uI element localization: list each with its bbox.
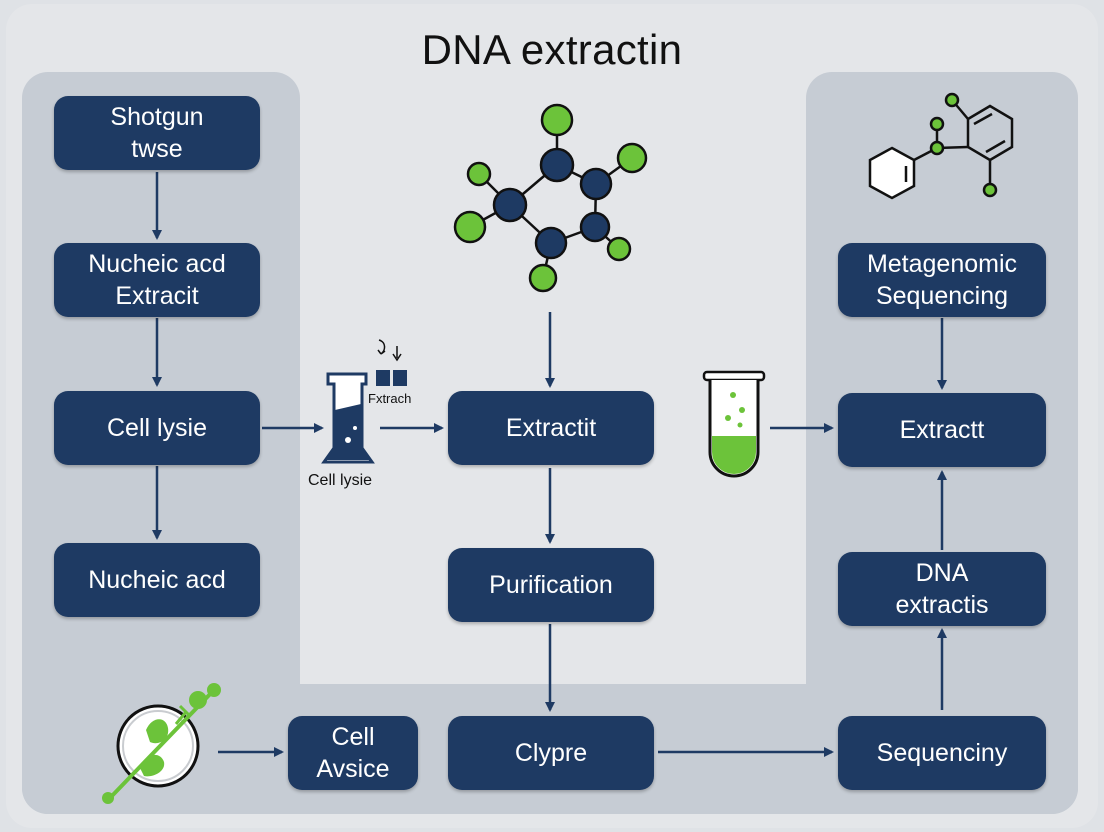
diagram-title: DNA extractin xyxy=(421,26,683,73)
node-nucleic-extract[interactable]: Nucheic acd Extracit xyxy=(54,243,260,317)
beaker-icon xyxy=(321,339,407,464)
microbe-icon xyxy=(102,683,221,804)
molecule-icon xyxy=(453,103,648,293)
node-metagenomic[interactable]: Metagenomic Sequencing xyxy=(838,243,1046,317)
node-cell-avsice[interactable]: Cell Avsice xyxy=(288,716,418,790)
node-extract-right[interactable]: Extractt xyxy=(838,393,1046,467)
node-shotgun[interactable]: Shotgun twse xyxy=(54,96,260,170)
node-cell-lysis[interactable]: Cell lysie xyxy=(54,391,260,465)
extract-tag-label: Fxtrach xyxy=(368,391,412,406)
test-tube-icon xyxy=(702,370,766,478)
node-dna-extract[interactable]: DNA extractis xyxy=(838,552,1046,626)
node-nucleic-acid[interactable]: Nucheic acd xyxy=(54,543,260,617)
node-clypre[interactable]: Clypre xyxy=(448,716,654,790)
chemical-structure-icon xyxy=(868,92,1014,200)
node-purification[interactable]: Purification xyxy=(448,548,654,622)
beaker-caption: Cell lysie xyxy=(308,472,373,489)
node-sequencing[interactable]: Sequenciny xyxy=(838,716,1046,790)
node-extract-center[interactable]: Extractit xyxy=(448,391,654,465)
